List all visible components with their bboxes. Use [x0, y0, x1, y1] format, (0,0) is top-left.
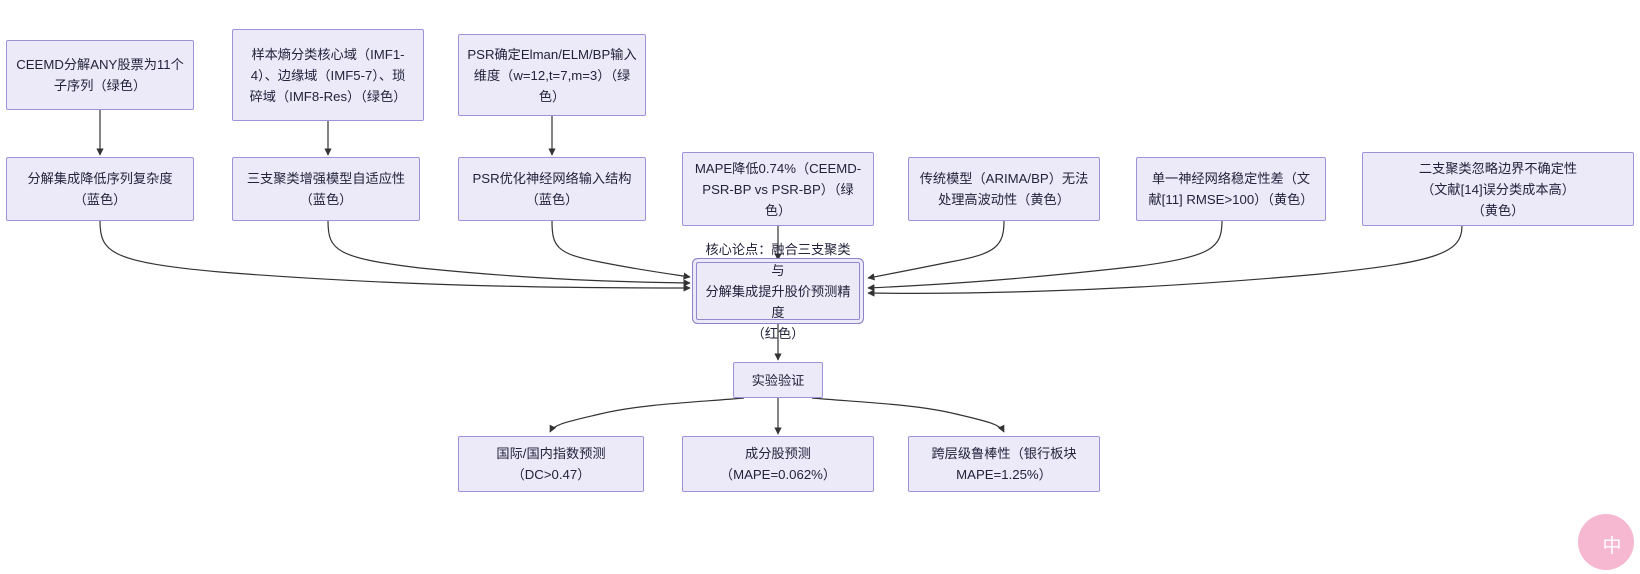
node-psr-optimize[interactable]: PSR优化神经网络输入结构 （蓝色） [458, 157, 646, 221]
edge-decompose-to-core [99, 220, 691, 292]
node-two-way-cluster-limit[interactable]: 二支聚类忽略边界不确定性 （文献[14]误分类成本高） （黄色） [1362, 152, 1634, 226]
node-label: 传统模型（ARIMA/BP）无法 处理高波动性（黄色） [919, 171, 1089, 207]
node-core-argument[interactable]: 核心论点：融合三支聚类与 分解集成提升股价预测精度 （红色） [696, 242, 860, 341]
watermark-badge: 中 [1578, 514, 1634, 570]
node-label: 国际/国内指数预测 （DC>0.47） [496, 446, 606, 482]
node-label: 样本熵分类核心域（IMF1- 4）、边缘域（IMF5-7）、琐 碎域（IMF8-… [249, 46, 407, 104]
node-three-way-adaptive[interactable]: 三支聚类增强模型自适应性 （蓝色） [232, 157, 420, 221]
node-label: 跨层级鲁棒性（银行板块 MAPE=1.25%） [931, 446, 1077, 482]
watermark-text: 中 [1602, 535, 1622, 557]
node-label: 单一神经网络稳定性差（文 献[11] RMSE>100）（黄色） [1148, 171, 1314, 207]
edge-threeway-to-core [327, 220, 691, 287]
node-label: 核心论点：融合三支聚类与 分解集成提升股价预测精度 （红色） [705, 241, 851, 341]
node-constituent-stock-prediction[interactable]: 成分股预测 （MAPE=0.062%） [682, 436, 874, 492]
edge-experiment-to-index [549, 397, 745, 433]
node-label: 二支聚类忽略边界不确定性 （文献[14]误分类成本高） （黄色） [1418, 160, 1578, 218]
edge-traditional-to-core [867, 220, 1005, 281]
node-label: 实验验证 [751, 372, 805, 388]
node-decompose-complexity[interactable]: 分解集成降低序列复杂度 （蓝色） [6, 157, 194, 221]
node-label: MAPE降低0.74%（CEEMD- PSR-BP vs PSR-BP）（绿 色… [694, 160, 862, 218]
node-traditional-model-limit[interactable]: 传统模型（ARIMA/BP）无法 处理高波动性（黄色） [908, 157, 1100, 221]
edge-twoway-to-core [867, 225, 1463, 297]
node-label: CEEMD分解ANY股票为11个 子序列（绿色） [16, 57, 184, 93]
node-label: PSR优化神经网络输入结构 （蓝色） [472, 171, 632, 207]
node-label: PSR确定Elman/ELM/BP输入 维度（w=12,t=7,m=3）（绿 色… [467, 46, 637, 104]
node-mape-reduction[interactable]: MAPE降低0.74%（CEEMD- PSR-BP vs PSR-BP）（绿 色… [682, 152, 874, 226]
node-psr-input-dimension[interactable]: PSR确定Elman/ELM/BP输入 维度（w=12,t=7,m=3）（绿 色… [458, 34, 646, 116]
node-ceemd-decompose[interactable]: CEEMD分解ANY股票为11个 子序列（绿色） [6, 40, 194, 110]
edge-experiment-to-robust [811, 397, 1005, 433]
node-index-prediction[interactable]: 国际/国内指数预测 （DC>0.47） [458, 436, 644, 492]
node-label: 分解集成降低序列复杂度 （蓝色） [27, 171, 173, 207]
edge-singlenn-to-core [867, 220, 1223, 292]
node-label: 三支聚类增强模型自适应性 （蓝色） [246, 171, 406, 207]
node-single-nn-instability[interactable]: 单一神经网络稳定性差（文 献[11] RMSE>100）（黄色） [1136, 157, 1326, 221]
node-experiment-validation[interactable]: 实验验证 [733, 362, 823, 398]
node-sample-entropy[interactable]: 样本熵分类核心域（IMF1- 4）、边缘域（IMF5-7）、琐 碎域（IMF8-… [232, 29, 424, 121]
edge-psropt-to-core [551, 220, 691, 280]
node-label: 成分股预测 （MAPE=0.062%） [719, 446, 837, 482]
node-cross-level-robustness[interactable]: 跨层级鲁棒性（银行板块 MAPE=1.25%） [908, 436, 1100, 492]
